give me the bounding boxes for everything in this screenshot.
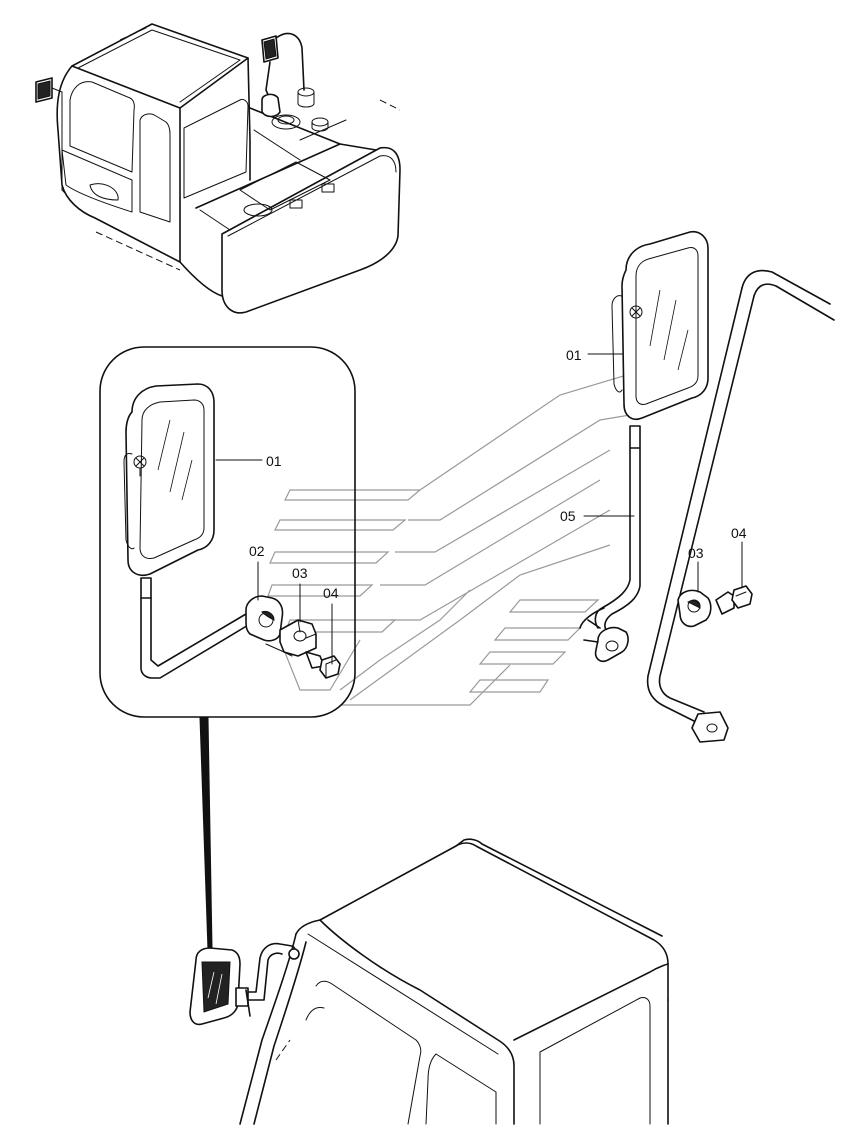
detail-clamp <box>265 619 317 657</box>
detail-mirror <box>123 383 251 679</box>
detail-bubble <box>99 346 356 718</box>
watermark-logo <box>267 364 661 706</box>
detail-pointer <box>199 717 213 951</box>
detail-bolt <box>305 651 341 679</box>
callout-03-right: 03 <box>688 545 704 561</box>
callout-03-detail: 03 <box>292 565 308 581</box>
callout-01-detail: 01 <box>266 453 282 469</box>
callout-04-right: 04 <box>731 525 747 541</box>
callout-05-right: 05 <box>560 508 576 524</box>
detail-frame <box>99 346 356 718</box>
right-mirror-assembly <box>579 230 835 743</box>
cab-closeup-drawing <box>189 838 669 1125</box>
cab-overview-drawing <box>35 23 401 314</box>
callout-04-detail: 04 <box>323 585 339 601</box>
detail-bracket <box>245 595 284 642</box>
callout-01-right: 01 <box>566 347 582 363</box>
callout-02-detail: 02 <box>249 543 265 559</box>
